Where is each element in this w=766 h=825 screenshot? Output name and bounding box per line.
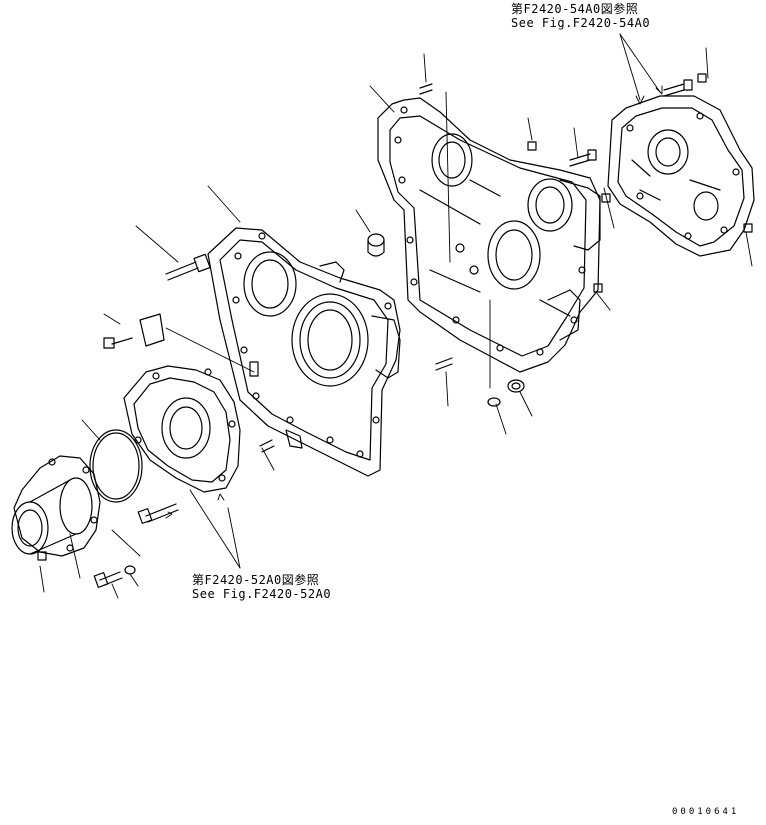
- fasteners: [37, 73, 753, 588]
- reference-note-bottom: 第F2420-52A0図参照 See Fig.F2420-52A0: [192, 573, 331, 601]
- drawing-number: 00010641: [672, 807, 740, 817]
- leader-lines: [39, 33, 753, 599]
- front-cover: [207, 227, 401, 477]
- pump-case: [607, 95, 755, 257]
- reference-note-top-jp: 第F2420-54A0図参照: [511, 2, 639, 16]
- reference-note-bottom-jp: 第F2420-52A0図参照: [192, 573, 320, 587]
- output-flange-housing: [11, 455, 101, 557]
- reference-note-top: 第F2420-54A0図参照 See Fig.F2420-54A0: [511, 2, 650, 30]
- reference-note-bottom-en: See Fig.F2420-52A0: [192, 587, 332, 601]
- transmission-case: [377, 97, 601, 373]
- bearing-housing: [123, 365, 241, 493]
- o-ring: [89, 429, 143, 503]
- reference-note-top-en: See Fig.F2420-54A0: [511, 16, 651, 30]
